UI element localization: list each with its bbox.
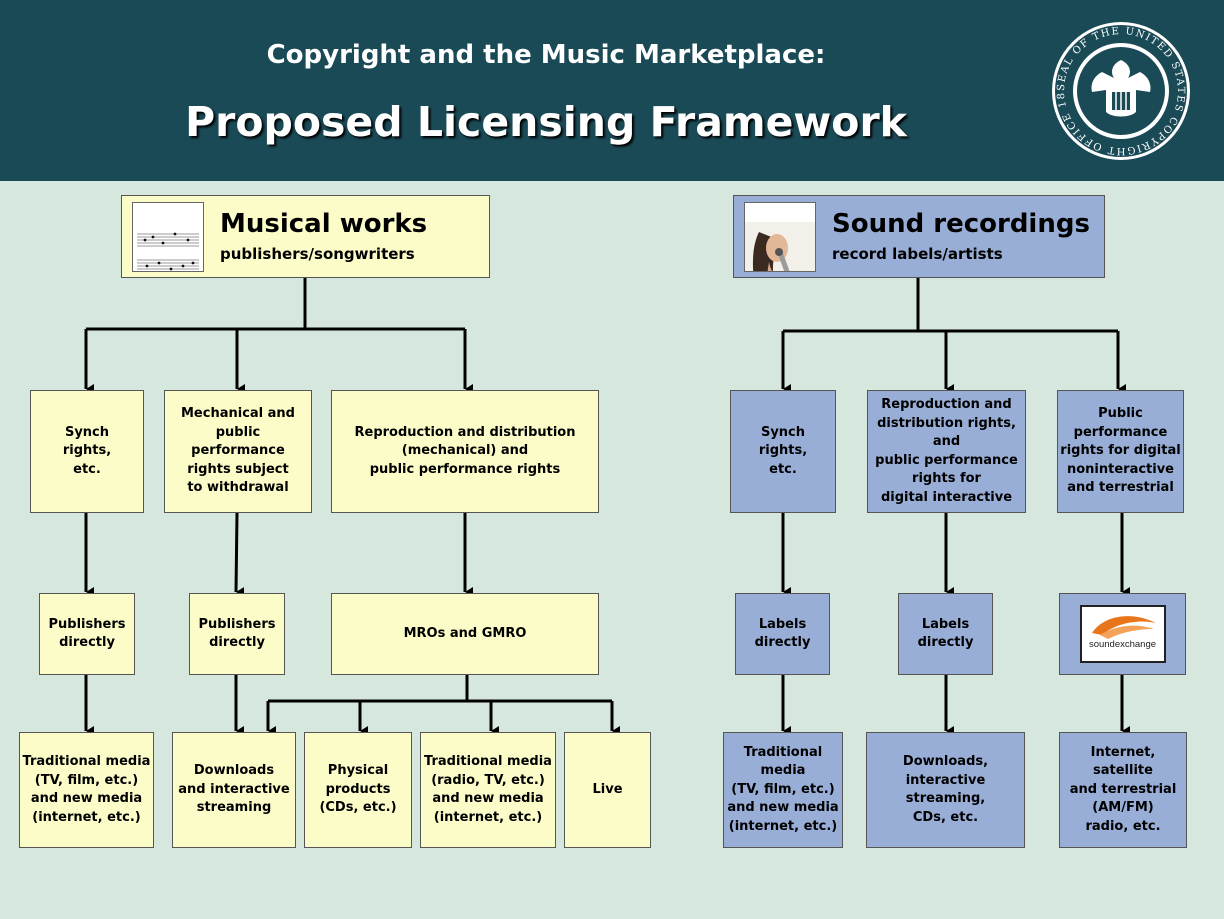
header-banner: Copyright and the Music Marketplace: Pro…	[0, 0, 1224, 181]
sound-labels-directly-box-2: Labels directly	[898, 593, 993, 675]
connector-lines	[84, 278, 1130, 736]
sound-internet-radio-box: Internet, satellite and terrestrial (AM/…	[1059, 732, 1187, 848]
sound-public-performance-rights-box: Public performance rights for digital no…	[1057, 390, 1184, 513]
page-subtitle: Copyright and the Music Marketplace:	[266, 40, 826, 70]
copyright-office-seal-icon: SEAL OF THE UNITED STATES COPYRIGHT OFFI…	[1050, 20, 1190, 160]
musical-publishers-directly-box-1: Publishers directly	[39, 593, 135, 675]
musical-works-title: Musical works	[220, 209, 428, 239]
soundexchange-logo-text: soundexchange	[1088, 639, 1157, 650]
singer-photo	[744, 202, 816, 272]
musical-traditional-radio-box: Traditional media (radio, TV, etc.) and …	[420, 732, 556, 848]
sound-synch-rights-box: Synch rights, etc.	[730, 390, 836, 513]
musical-reproduction-rights-box: Reproduction and distribution (mechanica…	[331, 390, 599, 513]
sound-recordings-subtitle: record labels/artists	[832, 245, 1003, 263]
musical-physical-products-box: Physical products (CDs, etc.)	[304, 732, 412, 848]
musical-traditional-media-box: Traditional media (TV, film, etc.) and n…	[19, 732, 154, 848]
soundexchange-logo: soundexchange	[1079, 605, 1166, 663]
mros-gmro-box: MROs and GMRO	[331, 593, 599, 675]
musical-works-subtitle: publishers/songwriters	[220, 245, 415, 263]
soundexchange-box: soundexchange	[1059, 593, 1186, 675]
sound-downloads-box: Downloads, interactive streaming, CDs, e…	[866, 732, 1025, 848]
page-title: Proposed Licensing Framework	[185, 98, 907, 146]
musical-publishers-directly-box-2: Publishers directly	[189, 593, 285, 675]
sound-recordings-box: Sound recordings record labels/artists	[733, 195, 1105, 278]
sound-labels-directly-box-1: Labels directly	[735, 593, 830, 675]
musical-downloads-box: Downloads and interactive streaming	[172, 732, 296, 848]
sound-traditional-media-box: Traditional media (TV, film, etc.) and n…	[723, 732, 843, 848]
musical-live-box: Live	[564, 732, 651, 848]
diagram-area: Musical works publishers/songwriters Sou…	[0, 181, 1224, 919]
musical-synch-rights-box: Synch rights, etc.	[30, 390, 144, 513]
musical-works-box: Musical works publishers/songwriters	[121, 195, 490, 278]
musical-mechanical-rights-box: Mechanical and public performance rights…	[164, 390, 312, 513]
sound-recordings-title: Sound recordings	[832, 209, 1090, 239]
sheet-music-image	[132, 202, 204, 272]
sound-reproduction-rights-box: Reproduction and distribution rights, an…	[867, 390, 1026, 513]
